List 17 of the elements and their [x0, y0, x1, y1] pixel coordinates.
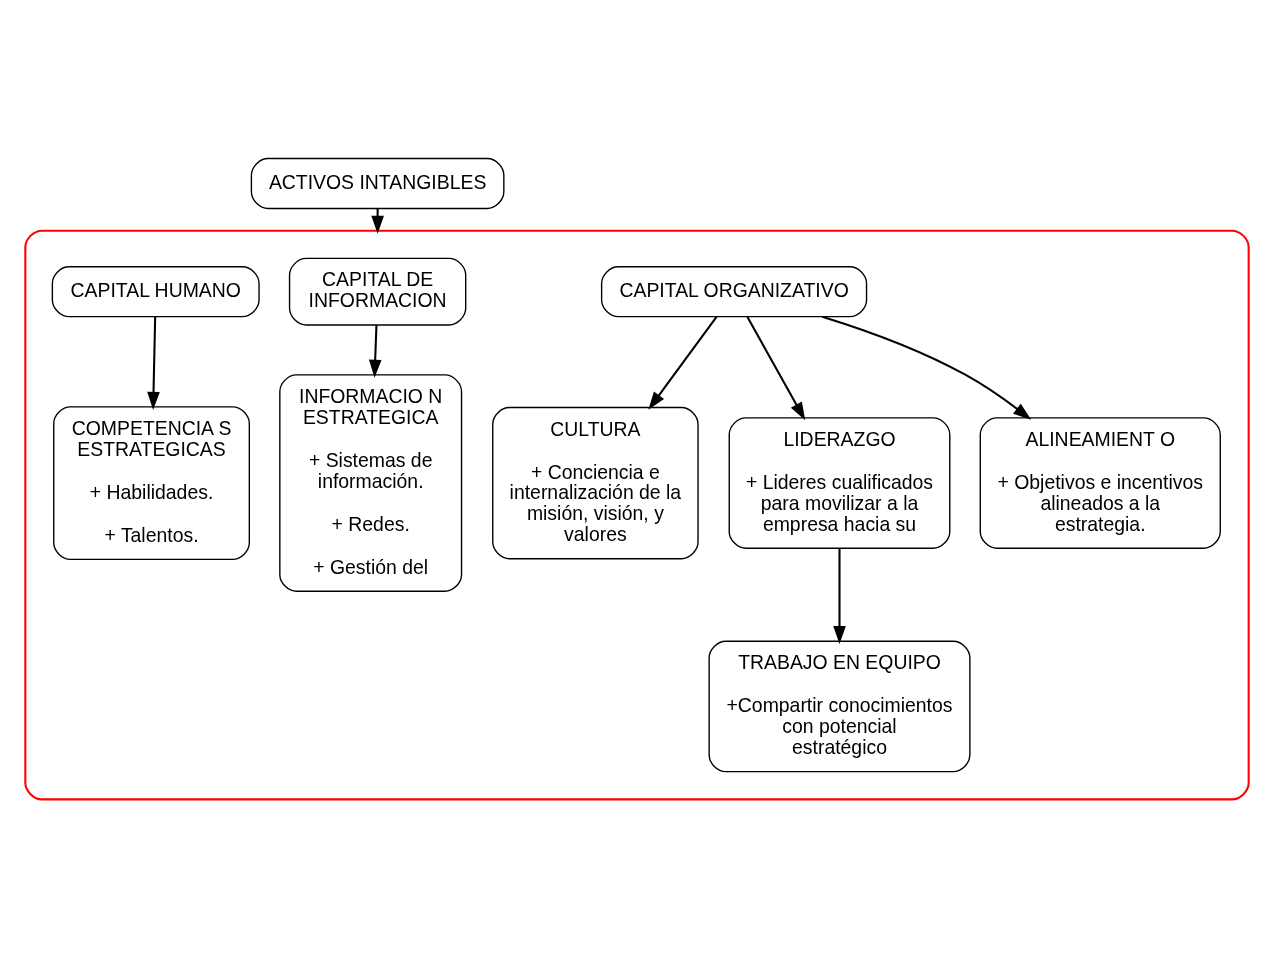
node-box: INFORMACIO N ESTRATEGICA + Sistemas de información. + Redes. + Gestión del — [279, 374, 463, 592]
node-box: LIDERAZGO + Lideres cualificados para movilizar a la empresa hacia su — [728, 417, 951, 549]
cluster — [24, 229, 1250, 801]
node-box: CULTURA + Conciencia e internalización de la misión, visión, y valores — [492, 406, 699, 560]
node-box: COMPETENCIA S ESTRATEGICAS + Habilidades. + Talentos. — [53, 406, 251, 561]
arrow — [833, 548, 846, 645]
node-box: CAPITAL HUMANO — [51, 266, 260, 318]
node-box: ACTIVOS INTANGIBLES — [250, 157, 505, 210]
node-box: ALINEAMIENT O + Objetivos e incentivos alineados a la estrategia. — [979, 417, 1221, 549]
node-box: CAPITAL DE INFORMACION — [288, 257, 467, 326]
arrow — [648, 316, 718, 410]
arrow — [746, 316, 806, 421]
arrow — [368, 325, 382, 378]
node-box: TRABAJO EN EQUIPO +Compartir conocimientos con potencial estratégico — [708, 640, 971, 773]
arrow — [147, 316, 160, 410]
arrow — [821, 315, 1032, 420]
node-box: CAPITAL ORGANIZATIVO — [600, 266, 868, 318]
